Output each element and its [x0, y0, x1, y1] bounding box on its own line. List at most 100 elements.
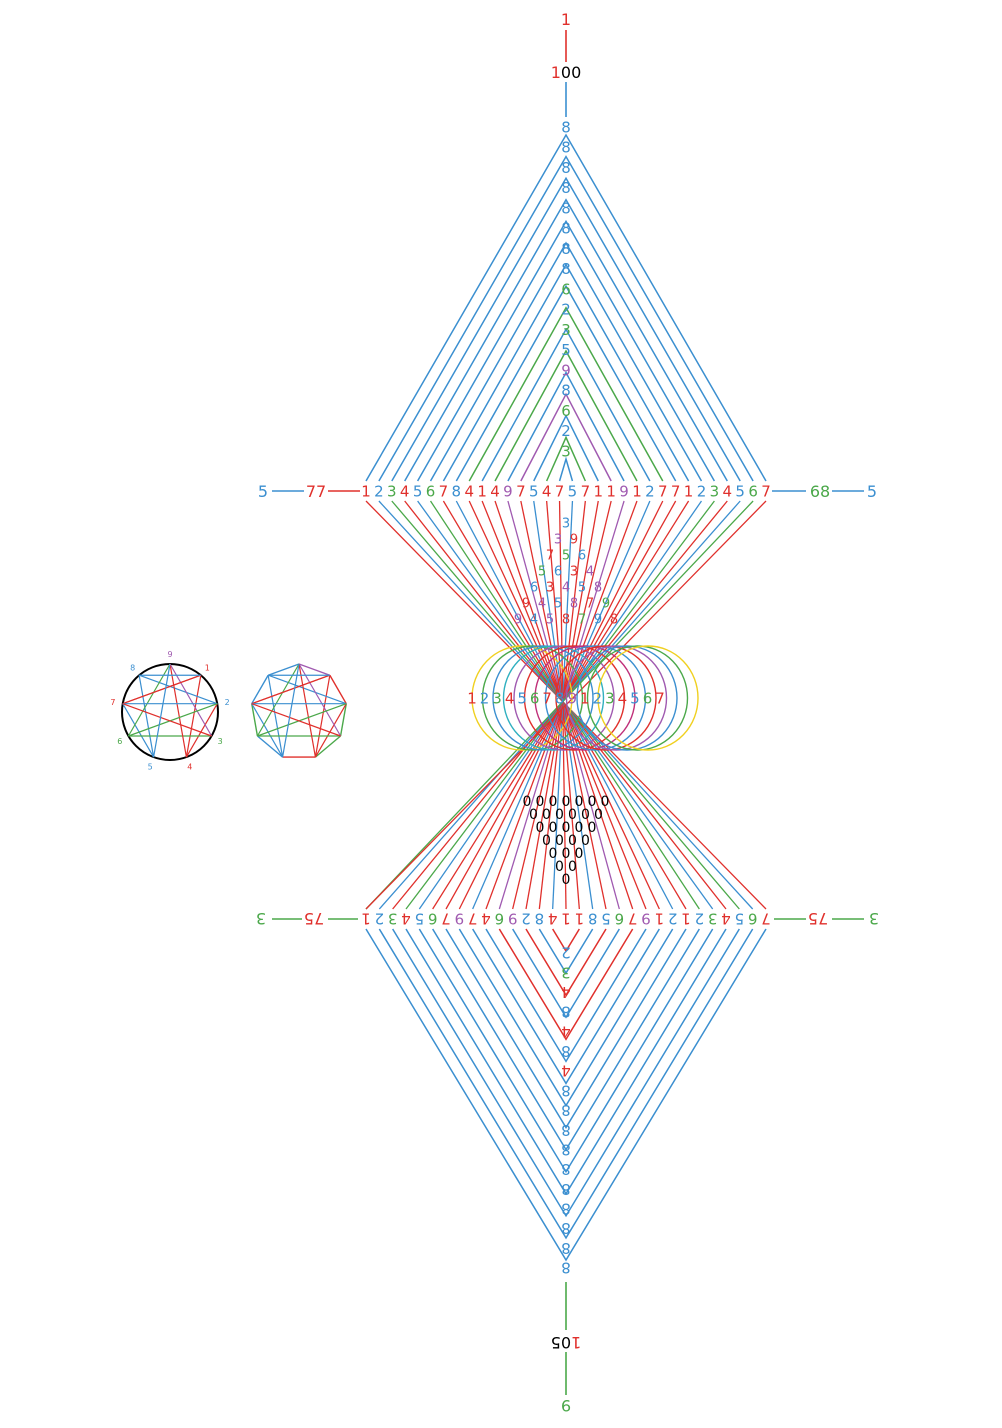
- upper-row-digit: 4: [490, 482, 500, 500]
- lower-row-digit: 9: [641, 910, 651, 928]
- enneagram-polygon: [251, 663, 347, 758]
- lower-diamond-line: [378, 928, 754, 1240]
- chord-line: [169, 663, 188, 758]
- middle-row-digit: 1: [467, 689, 477, 707]
- upper-triangle-digit: 3: [546, 581, 554, 596]
- lower-row-sides: 3 75 75 3: [256, 909, 879, 928]
- lower-row-digit: 5: [601, 910, 611, 928]
- upper-triangle-digit: 9: [522, 597, 530, 612]
- lower-spine-digit: 4: [561, 1062, 571, 1080]
- lower-triangle-digit: 0: [555, 833, 564, 849]
- lower-row-digit: 3: [708, 910, 718, 928]
- upper-diamond-line: [558, 456, 574, 482]
- upper-row-digit: 1: [477, 482, 487, 500]
- circle-label: 4: [187, 763, 192, 772]
- upper-row-sides: 5 7 7 68 5: [258, 482, 877, 501]
- lower-row-digit: 1: [575, 910, 585, 928]
- upper-right-outer: 5: [867, 482, 877, 501]
- lower-spine-digit: 8: [561, 1101, 571, 1119]
- lower-diamond-line: [418, 928, 714, 1174]
- diamond-lines: [365, 133, 767, 1262]
- upper-triangle-digit: 3: [562, 517, 570, 532]
- upper-row-digit: 4: [723, 482, 733, 500]
- top-number: 100: [551, 63, 582, 82]
- upper-triangle-digit: 9: [570, 533, 578, 548]
- polygon-chord: [251, 703, 341, 737]
- lower-diamond-line: [458, 928, 674, 1107]
- middle-row-digit: 6: [643, 689, 653, 707]
- middle-row-digit: 1: [580, 689, 590, 707]
- upper-right-inner: 68: [810, 482, 830, 501]
- chord-line: [122, 703, 212, 737]
- bottom-number-black: 05: [551, 1333, 571, 1352]
- middle-row-digit: 5: [517, 689, 527, 707]
- lower-diamond-line: [525, 928, 607, 997]
- upper-row-digit: 5: [529, 482, 539, 500]
- upper-spine-digit: 6: [561, 280, 571, 298]
- upper-diamond-line: [429, 241, 703, 482]
- lower-row-digit: 4: [401, 910, 411, 928]
- middle-row-digit: 3: [605, 689, 615, 707]
- upper-triangle-digit: 7: [586, 597, 594, 612]
- lower-triangle-digit: 0: [542, 833, 551, 849]
- upper-triangle-digit: 3: [570, 565, 578, 580]
- lower-row-digit: 5: [735, 910, 745, 928]
- upper-triangle-digit: 9: [602, 597, 610, 612]
- lower-row-digit: 9: [508, 910, 518, 928]
- chord-line: [185, 703, 218, 758]
- upper-row-digit: 7: [439, 482, 449, 500]
- polygon-chord: [298, 663, 342, 737]
- lower-row-digit: 1: [561, 910, 571, 928]
- lower-right-outer: 3: [869, 909, 879, 928]
- lower-diamond-line: [472, 928, 660, 1085]
- ring: [576, 645, 678, 751]
- middle-row-digit: 3: [492, 689, 502, 707]
- upper-triangle-digit: 5: [538, 565, 546, 580]
- lower-row-digit: 1: [655, 910, 665, 928]
- upper-spine-digit: 2: [561, 301, 571, 319]
- upper-triangle-digit: 8: [562, 613, 570, 628]
- polygon-edge: [251, 703, 259, 737]
- circle-label: 8: [130, 664, 135, 673]
- lower-diamond-line: [512, 928, 620, 1019]
- upper-row-digit: 5: [413, 482, 423, 500]
- lower-spine-digit: 8: [561, 1140, 571, 1158]
- chord-line: [127, 663, 171, 737]
- ring: [471, 645, 573, 751]
- middle-row-digit: 6: [530, 689, 540, 707]
- upper-diamond-line: [378, 155, 754, 482]
- lower-row-digit: 6: [748, 910, 758, 928]
- upper-row-digit: 1: [361, 482, 371, 500]
- upper-triangle-digit: 9: [594, 613, 602, 628]
- circle-label: 2: [225, 698, 230, 707]
- upper-triangle-digit: 5: [546, 613, 554, 628]
- lower-triangle-digit: 0: [575, 846, 584, 862]
- upper-spine-digit: 8: [561, 199, 571, 217]
- upper-triangle-digit: 6: [578, 549, 586, 564]
- lower-diamond-line: [405, 928, 727, 1196]
- upper-row-digit: 4: [464, 482, 474, 500]
- upper-row-digit: 2: [645, 482, 655, 500]
- chord-line: [185, 675, 202, 758]
- bottom-number: 105: [551, 1333, 582, 1352]
- lower-spine-digit: 8: [561, 1259, 571, 1277]
- lower-diamond-line: [432, 928, 700, 1152]
- lower-triangle-digit: 0: [536, 820, 545, 836]
- upper-row-digit: 7: [761, 482, 771, 500]
- lower-triangle-digit: 0: [562, 794, 571, 810]
- upper-spine-digit: 8: [561, 382, 571, 400]
- upper-row-digit: 5: [568, 482, 578, 500]
- lower-spine-digit: 8: [561, 1200, 571, 1218]
- lower-spine-digit: 3: [561, 963, 571, 981]
- lower-row-digit: 2: [668, 910, 678, 928]
- lower-spine-digit: 8: [561, 1003, 571, 1021]
- upper-row-digit: 7: [658, 482, 668, 500]
- upper-row-digit: 7: [581, 482, 591, 500]
- upper-triangle-digit: 4: [562, 581, 570, 596]
- middle-row-digit: 4: [505, 689, 515, 707]
- middle-row-digit: 9: [567, 689, 577, 707]
- upper-diamond-line: [533, 414, 599, 482]
- ring: [544, 645, 647, 751]
- lower-row-digit: 3: [388, 910, 398, 928]
